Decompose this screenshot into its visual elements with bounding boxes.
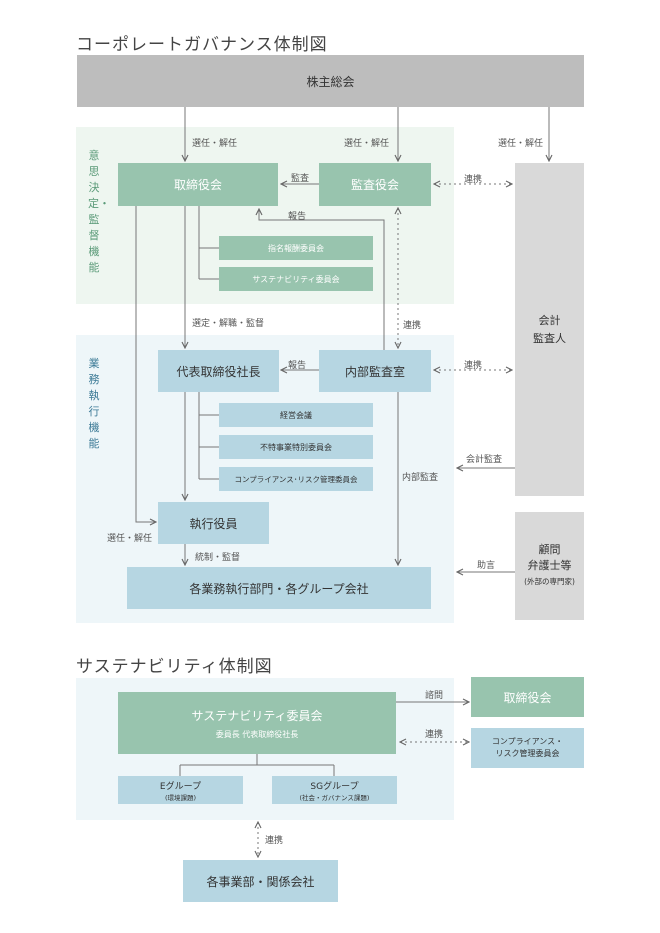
- audit-board: 監査役会: [319, 163, 431, 206]
- label-advice: 助言: [477, 561, 496, 571]
- nomination-committee: 指名報酬委員会: [219, 236, 373, 260]
- management-meeting: 経営会議: [219, 403, 373, 427]
- accounting-auditor-line1: 会計: [538, 313, 561, 327]
- accounting-auditor-line2: 監査人: [533, 331, 566, 345]
- sg-group-name: SGグループ: [310, 781, 359, 792]
- sus-title: サステナビリティ体制図: [76, 657, 273, 677]
- label-report-ceo: 報告: [288, 361, 307, 371]
- label-coop-top: 連携: [464, 175, 483, 185]
- label-elect-auditor: 選任・解任: [498, 139, 544, 149]
- sus-compliance-line1: コンプライアンス・: [491, 737, 564, 746]
- advisors-line2: 弁護士等: [527, 559, 572, 572]
- label-elect-officers: 選任・解任: [107, 534, 153, 544]
- label-accounting-audit: 会計監査: [466, 455, 503, 465]
- sus-compliance: コンプライアンス・ リスク管理委員会: [471, 728, 584, 768]
- label-coop-internal: 連携: [464, 361, 483, 371]
- advisors-line1: 顧問: [538, 543, 561, 556]
- label-consult: 諮問: [425, 691, 444, 701]
- business-units: 各事業部・関係会社: [183, 860, 338, 902]
- sustainability-committee-small: サステナビリティ委員会: [219, 267, 373, 291]
- zone-execution-label: 業務執行機能: [88, 357, 100, 450]
- accounting-auditor: 会計 監査人: [515, 163, 584, 496]
- label-coop-business: 連携: [265, 836, 284, 846]
- ceo: 代表取締役社長: [158, 350, 279, 392]
- sg-group: SGグループ (社会・ガバナンス課題): [272, 776, 397, 804]
- e-group: Eグループ (環境課題): [118, 776, 243, 804]
- label-elect-board: 選任・解任: [192, 139, 238, 149]
- arrow-report-board: [259, 209, 385, 350]
- e-group-name: Eグループ: [159, 781, 202, 792]
- sus-committee: サステナビリティ委員会 委員長 代表取締役社長: [118, 692, 396, 754]
- arrow-board-officers: [135, 206, 156, 522]
- corp-title: コーポレートガバナンス体制図: [76, 35, 328, 55]
- label-audit: 監査: [291, 174, 310, 184]
- label-elect-audit: 選任・解任: [344, 139, 390, 149]
- executive-officers: 執行役員: [158, 502, 269, 544]
- e-group-sub: (環境課題): [164, 793, 197, 802]
- label-internal-audit: 内部監査: [402, 473, 439, 483]
- label-control: 統制・監督: [195, 553, 241, 563]
- shareholders-meeting: 株主総会: [77, 55, 584, 107]
- sg-group-sub: (社会・ガバナンス課題): [299, 793, 370, 802]
- label-coop-compliance: 連携: [425, 730, 444, 740]
- advisors-note: (外部の専門家): [524, 577, 575, 586]
- advisors: 顧問 弁護士等 (外部の専門家): [515, 512, 584, 620]
- internal-audit-office: 内部監査室: [319, 350, 431, 392]
- label-select-dismiss: 選定・解職・監督: [192, 319, 265, 329]
- compliance-committee: コンプライアンス･リスク管理委員会: [219, 467, 373, 491]
- label-report-board: 報告: [288, 212, 307, 222]
- sus-committee-chair: 委員長 代表取締役社長: [215, 729, 299, 739]
- sus-compliance-line2: リスク管理委員会: [495, 749, 560, 758]
- sus-board: 取締役会: [471, 677, 584, 717]
- board-of-directors: 取締役会: [118, 163, 278, 206]
- business-divisions: 各業務執行部門・各グループ会社: [127, 567, 431, 609]
- sus-committee-name: サステナビリティ委員会: [191, 708, 323, 723]
- special-committee: 不特事業特別委員会: [219, 435, 373, 459]
- label-coop-mid: 連携: [403, 321, 422, 331]
